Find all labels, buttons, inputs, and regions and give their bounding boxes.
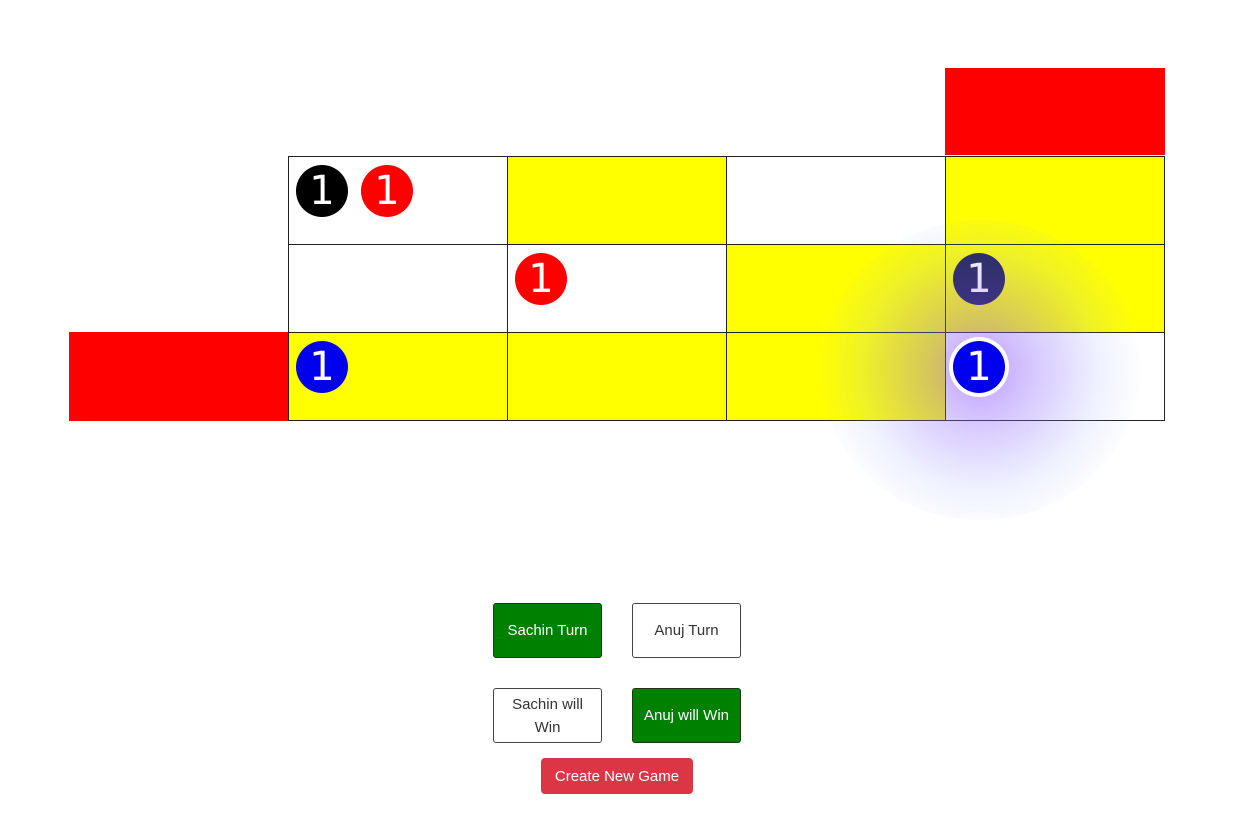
board-cell-r1-c4[interactable] <box>945 156 1165 245</box>
token-black-0[interactable]: 1 <box>296 165 348 217</box>
board-cell-r3-c3[interactable] <box>726 332 946 421</box>
board-cell-r2-c1[interactable] <box>288 244 508 333</box>
anuj-turn-button[interactable]: Anuj Turn <box>632 603 741 658</box>
board-cell-r1-c2[interactable] <box>507 156 727 245</box>
anuj-will-win-button[interactable]: Anuj will Win <box>632 688 741 743</box>
create-new-game-button[interactable]: Create New Game <box>541 758 693 794</box>
token-blue-4[interactable]: 1 <box>296 341 348 393</box>
token-red-2[interactable]: 1 <box>515 253 567 305</box>
sachin-will-win-button[interactable]: Sachin will Win <box>493 688 602 743</box>
board-cell-r3-c2[interactable] <box>507 332 727 421</box>
board-cell-r3-c0[interactable] <box>69 332 289 421</box>
token-navy-3[interactable]: 1 <box>953 253 1005 305</box>
board-cell-r0-c4[interactable] <box>945 68 1165 155</box>
token-red-1[interactable]: 1 <box>361 165 413 217</box>
board-cell-r1-c3[interactable] <box>726 156 946 245</box>
board-cell-r2-c3[interactable] <box>726 244 946 333</box>
sachin-turn-button[interactable]: Sachin Turn <box>493 603 602 658</box>
token-blue-5[interactable]: 1 <box>953 341 1005 393</box>
